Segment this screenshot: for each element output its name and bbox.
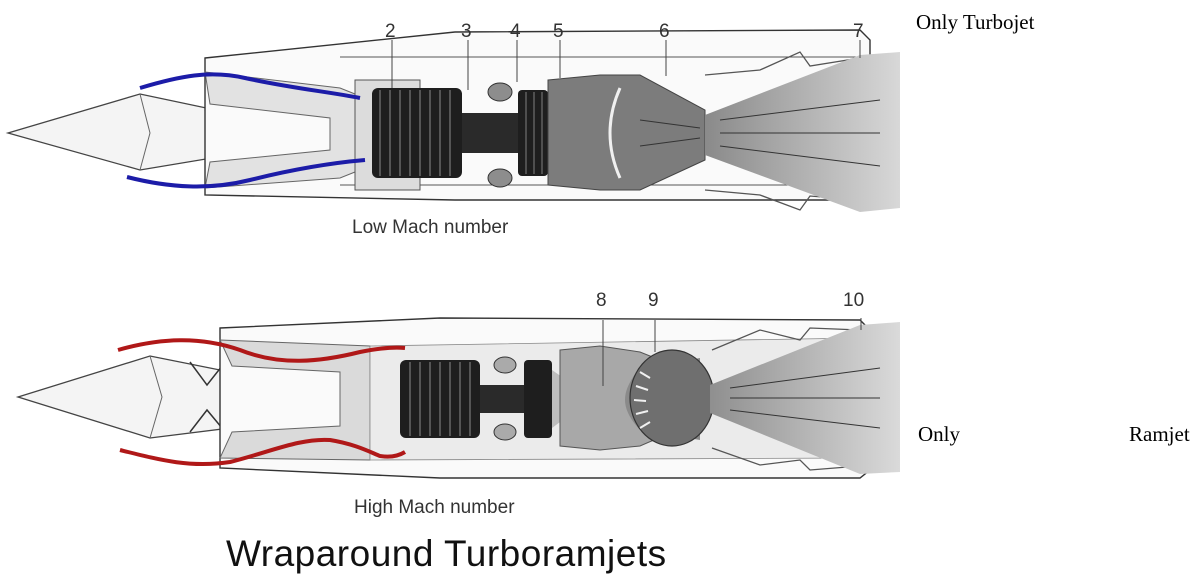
only-label: Only xyxy=(918,422,960,447)
high-mach-engine: 8 9 10 xyxy=(18,290,900,478)
station-7: 7 xyxy=(853,21,864,42)
inlet-spike xyxy=(8,94,230,170)
station-5: 5 xyxy=(553,21,564,42)
station-2: 2 xyxy=(385,21,396,42)
low-mach-caption: Low Mach number xyxy=(352,217,508,239)
station-6: 6 xyxy=(659,21,670,42)
ramjet-label: Ramjet xyxy=(1129,422,1190,447)
compressor-high xyxy=(400,360,480,438)
station-8: 8 xyxy=(596,290,607,311)
station-10: 10 xyxy=(843,290,864,311)
flame-holder xyxy=(630,350,714,446)
station-3: 3 xyxy=(461,21,472,42)
station-4: 4 xyxy=(510,21,521,42)
station-9: 9 xyxy=(648,290,659,311)
low-mach-engine: 2 3 4 5 6 7 xyxy=(8,21,900,212)
only-turbojet-label: Only Turbojet xyxy=(916,10,1034,35)
compressor xyxy=(372,88,462,178)
diagram-title: Wraparound Turboramjets xyxy=(226,533,667,575)
inlet-spike-high xyxy=(18,356,230,438)
high-mach-caption: High Mach number xyxy=(354,497,515,519)
